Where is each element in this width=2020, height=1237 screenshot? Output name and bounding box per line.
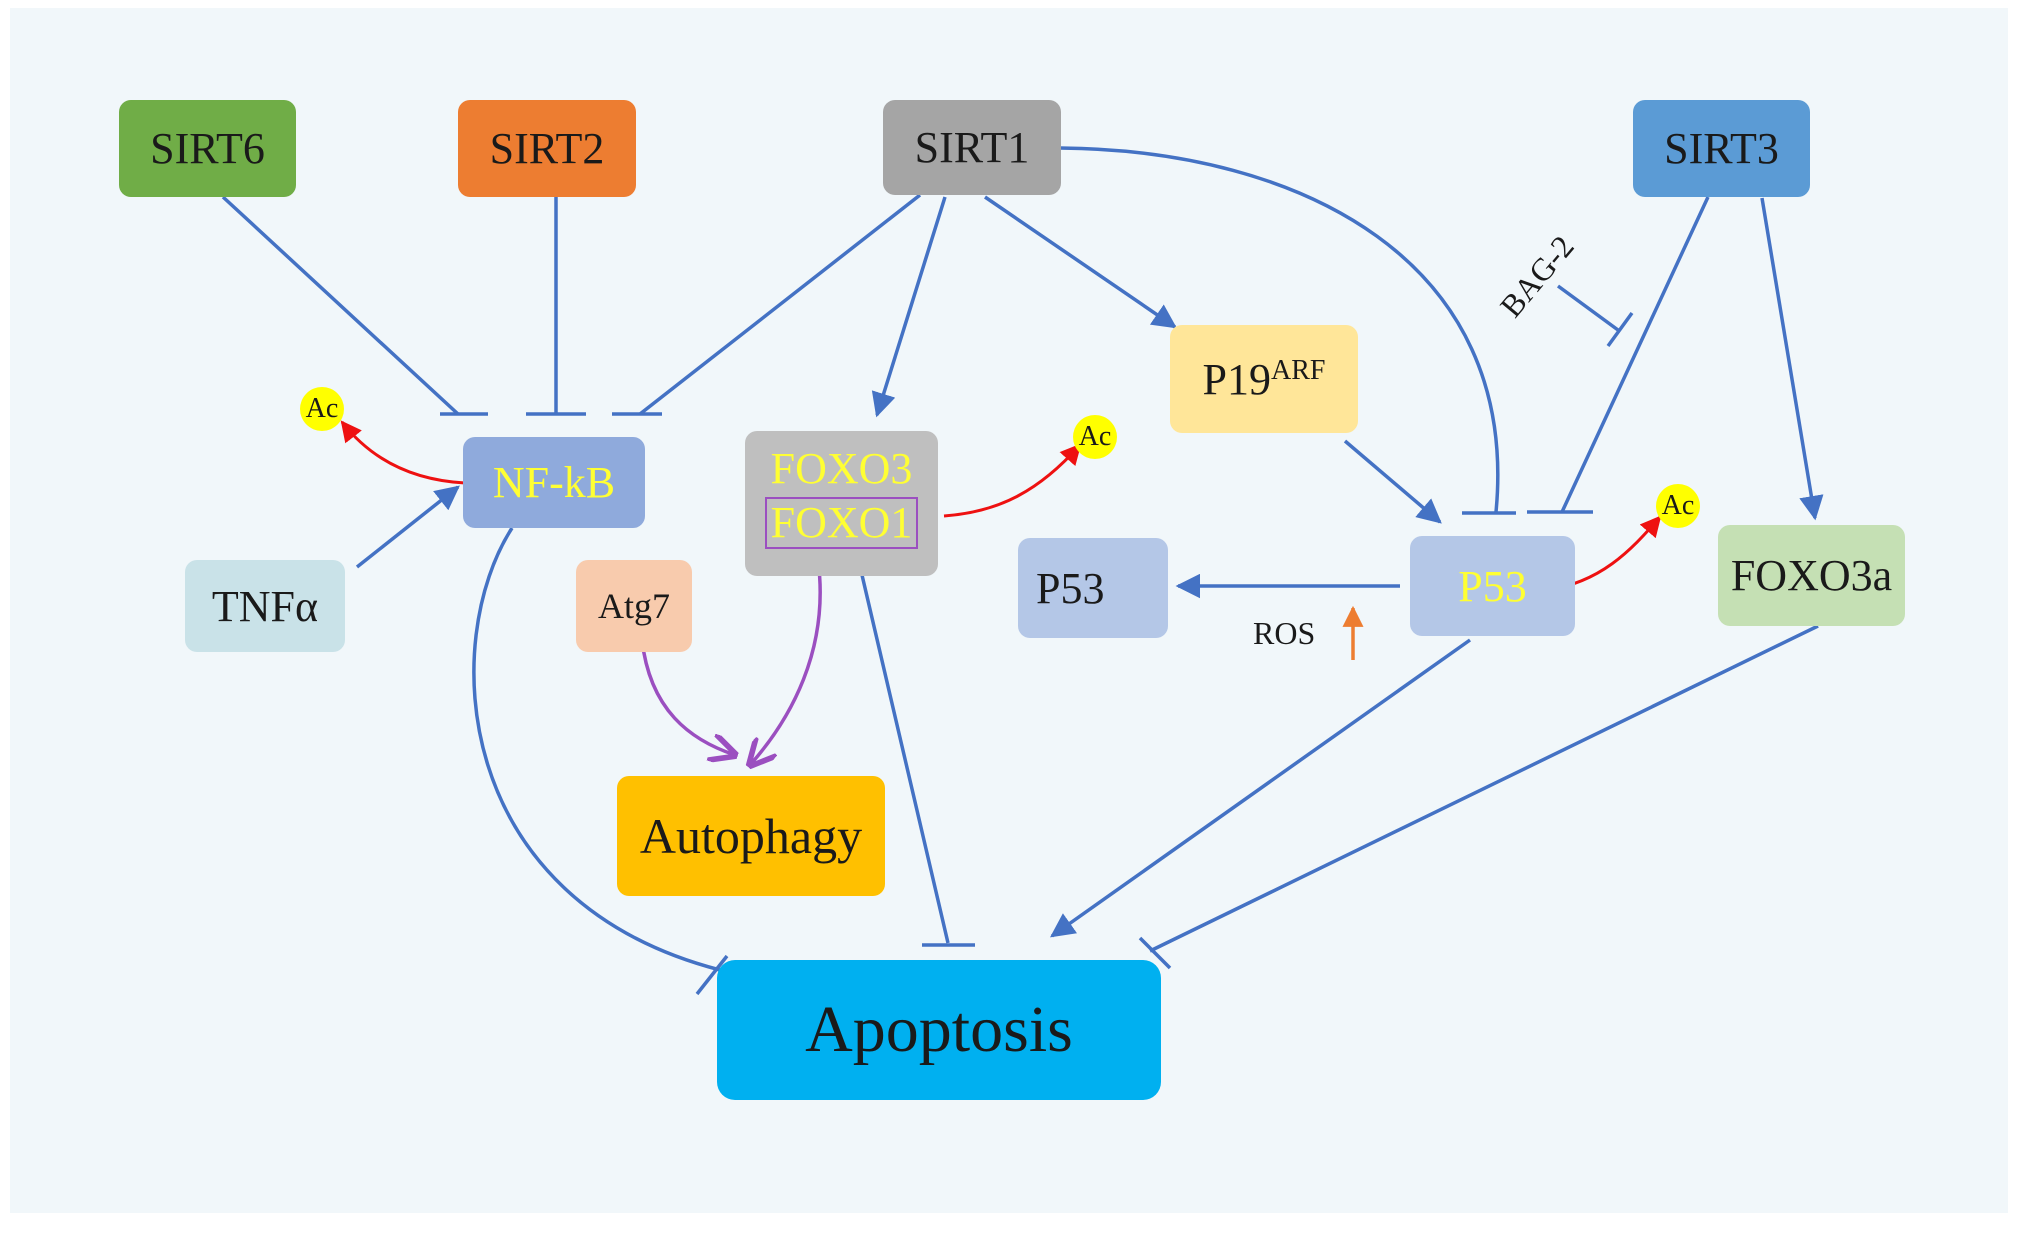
node-sirt1-label: SIRT1: [914, 123, 1030, 172]
node-foxo-group: FOXO3 FOXO1: [745, 431, 938, 576]
node-apoptosis: Apoptosis: [717, 960, 1161, 1100]
node-p53-up: P53: [1018, 538, 1168, 638]
edge-atg7-activates-autophagy: [640, 639, 735, 755]
edge-sirt1-activates-p19: [984, 195, 1178, 329]
node-sirt6-label: SIRT6: [150, 124, 265, 173]
node-p19-superscript: ARF: [1271, 355, 1326, 386]
edge-sirt3-inhibits-p53: [1560, 196, 1710, 513]
edge-foxo3a-inhibits-apoptosis: [1149, 624, 1819, 953]
label-ros: ROS: [1253, 615, 1315, 652]
ac-badge-foxo1-label: Ac: [1078, 421, 1112, 452]
ac-badge-p53: Ac: [1656, 484, 1700, 528]
edge-sirt1-inhibits-p53: [1059, 146, 1500, 513]
node-sirt1: SIRT1: [883, 100, 1061, 195]
node-foxo3a: FOXO3a: [1718, 525, 1905, 626]
node-tnfa: TNFα: [185, 560, 345, 652]
edge-nfkb-inhibits-apoptosis: [472, 527, 721, 972]
node-nfkb-label: NF-kB: [492, 458, 616, 507]
edge-p53-activates-apoptosis: [1050, 638, 1472, 938]
node-atg7-label: Atg7: [598, 586, 670, 626]
ac-badge-p53-label: Ac: [1661, 490, 1695, 521]
edge-foxo-inhibits-apoptosis: [860, 574, 950, 944]
edge-bag2-inhibits: [1556, 284, 1620, 332]
ac-badge-foxo1: Ac: [1073, 415, 1117, 459]
edge-foxo1-acetylation: [943, 443, 1082, 518]
edge-nfkb-inhibits-apoptosis-bar: [695, 954, 729, 996]
edge-sirt1-inhibits-nfkb: [638, 193, 922, 416]
node-sirt6: SIRT6: [119, 100, 296, 197]
edge-foxo1-activates-autophagy: [750, 559, 822, 765]
edge-bag2-inhibits-bar: [1606, 311, 1634, 348]
node-autophagy-label: Autophagy: [639, 808, 863, 864]
node-foxo3a-label: FOXO3a: [1730, 551, 1893, 600]
node-autophagy: Autophagy: [617, 776, 885, 896]
node-p19-label: P19: [1202, 354, 1271, 404]
edge-tnfa-activates-nfkb: [355, 485, 460, 569]
node-tnfa-label: TNFα: [211, 581, 319, 631]
edge-p19-activates-p53: [1343, 439, 1442, 524]
node-nfkb: NF-kB: [463, 437, 645, 528]
node-sirt2: SIRT2: [458, 100, 636, 197]
ac-badge-nfkb: Ac: [300, 387, 344, 431]
node-sirt3: SIRT3: [1633, 100, 1810, 197]
node-p53-up-label: P53: [1036, 563, 1105, 613]
node-p53: P53: [1410, 536, 1575, 636]
node-sirt2-label: SIRT2: [489, 124, 605, 173]
ac-badge-nfkb-label: Ac: [305, 393, 339, 424]
node-sirt3-label: SIRT3: [1664, 124, 1779, 173]
edge-sirt1-activates-foxo: [871, 196, 947, 418]
node-foxo3-label: FOXO3: [770, 444, 913, 493]
node-p53-label: P53: [1458, 561, 1527, 611]
edge-foxo3a-inhibits-apoptosis-bar: [1138, 936, 1172, 970]
label-ros-text: ROS: [1253, 615, 1316, 651]
edge-sirt3-activates-foxo3a: [1760, 197, 1824, 521]
node-apoptosis-label: Apoptosis: [805, 993, 1073, 1066]
node-foxo1-label: FOXO1: [764, 497, 919, 549]
edge-sirt6-inhibits-nfkb: [221, 195, 460, 416]
edge-nfkb-acetylation: [340, 420, 466, 485]
node-atg7: Atg7: [576, 560, 692, 652]
